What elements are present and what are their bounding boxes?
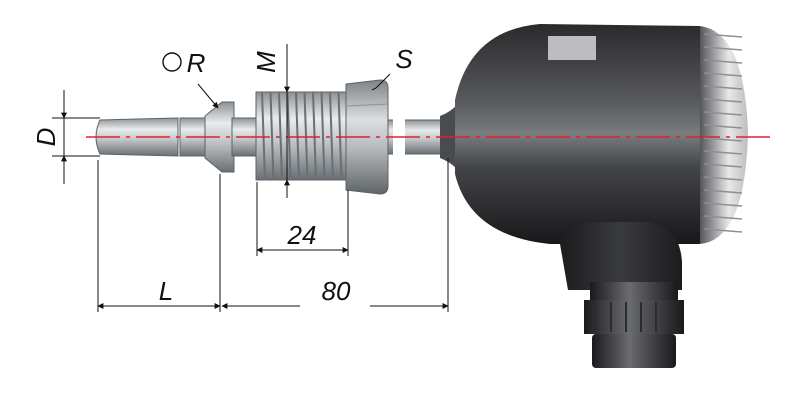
thread-groove <box>337 91 343 181</box>
thread-groove <box>269 91 275 181</box>
label-r: R <box>187 48 206 78</box>
dimension-24 <box>256 182 349 256</box>
threaded-fitting <box>255 91 347 181</box>
cooling-fins <box>703 33 743 233</box>
thread-groove <box>303 91 309 181</box>
thread-groove <box>278 91 283 181</box>
cable-gland <box>584 282 684 368</box>
thread-groove <box>286 91 292 181</box>
cooling-fin <box>703 124 743 129</box>
thread-grooves <box>261 91 343 181</box>
dimension-d <box>52 90 100 184</box>
cooling-fin <box>703 176 743 181</box>
cooling-fin <box>703 137 743 142</box>
cooling-fin <box>703 189 743 194</box>
cooling-fin <box>703 46 743 51</box>
label-plate <box>548 36 596 60</box>
dimension-80 <box>221 158 449 312</box>
label-l: L <box>159 276 173 306</box>
cooling-fin <box>703 202 743 207</box>
thread-groove <box>295 91 300 181</box>
cooling-fin <box>703 85 743 90</box>
dimension-l <box>97 160 221 312</box>
cooling-fin <box>703 72 743 77</box>
cooling-fin <box>703 163 743 168</box>
cooling-fin <box>703 111 743 116</box>
dimension-s: S <box>371 44 413 91</box>
label-d: D <box>31 128 61 147</box>
thread-groove <box>320 91 326 181</box>
cooling-fin <box>703 98 743 103</box>
thread-groove <box>329 91 334 181</box>
cooling-fin <box>703 33 743 38</box>
label-s: S <box>395 44 413 74</box>
connection-head <box>455 24 748 290</box>
label-80: 80 <box>322 276 351 306</box>
dimension-r: R <box>162 48 219 109</box>
label-m: M <box>251 51 281 73</box>
radius-symbol-icon <box>162 52 182 72</box>
cooling-fin <box>703 59 743 64</box>
cooling-fin <box>703 228 743 233</box>
label-24: 24 <box>287 220 317 250</box>
thread-groove <box>312 91 317 181</box>
thread-groove <box>261 91 266 181</box>
cooling-fin <box>703 215 743 220</box>
gland-ribs <box>595 302 672 332</box>
cooling-fin <box>703 150 743 155</box>
